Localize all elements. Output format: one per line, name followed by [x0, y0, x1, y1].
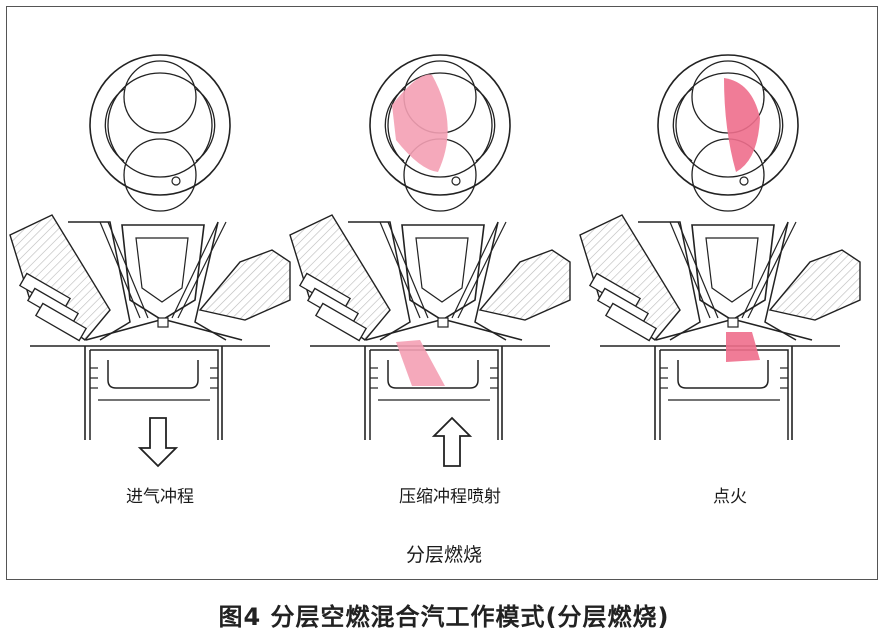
ignition-zone-top-3	[724, 78, 760, 172]
stage-label-intake: 进气冲程	[126, 487, 194, 507]
figure-caption: 图4 分层空燃混合汽工作模式(分层燃烧)	[218, 603, 670, 631]
stage-1-group	[9, 54, 291, 468]
arrow-down-icon	[137, 417, 179, 468]
arrow-up-icon	[431, 416, 473, 467]
mode-label: 分层燃烧	[405, 544, 482, 566]
stage-3-group	[579, 54, 861, 441]
mixture-spray-top-2	[392, 74, 448, 172]
engine-section-1	[9, 214, 291, 441]
cylinder-top-view-1	[89, 54, 231, 212]
mixture-spray-side-2	[396, 340, 445, 386]
ignition-zone-side-3	[726, 332, 760, 362]
engine-section-2	[289, 214, 571, 441]
stage-2-group	[289, 54, 571, 467]
engine-section-3	[579, 214, 861, 441]
stage-label-ignition: 点火	[713, 487, 747, 507]
stage-label-compression: 压缩冲程喷射	[399, 487, 501, 507]
